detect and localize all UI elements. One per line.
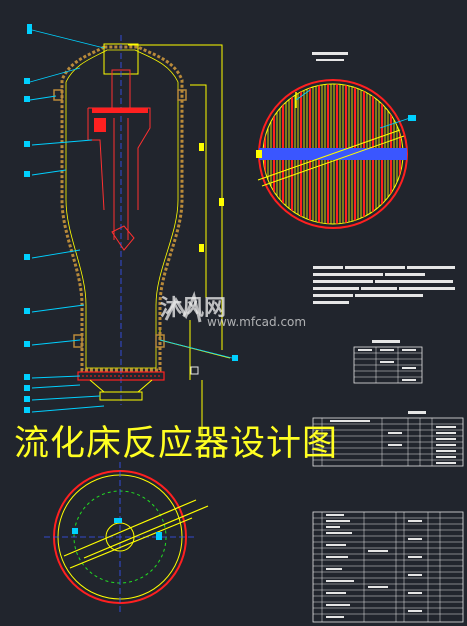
cyclone-separator [87,69,151,251]
section-title-bar [312,52,348,55]
elevation-view [24,24,238,440]
detail-marker [190,366,199,375]
nozzle-table [312,411,464,467]
drawing-title: 流化床反应器设计图 [14,424,339,464]
leader-lines [29,29,233,413]
small-spec-table [353,340,423,384]
vessel-shell [60,45,184,372]
leader-markers [24,24,238,413]
top-leader-marker [408,115,416,121]
bottom-section-view [44,462,209,612]
bottom-marker-3 [156,532,162,540]
bottom-marker-2 [72,528,78,534]
parts-list-table [312,511,464,623]
watermark-url: www.mfcad.com [207,315,307,329]
section-subtitle-bar [316,59,344,61]
dimension-frame [128,44,231,440]
side-marker [256,150,262,158]
watermark-logo-graphic [164,290,202,323]
top-section-view [256,52,416,229]
technical-notes-block [313,266,455,304]
watermark-logo-text: 沐风网 [160,296,227,321]
top-leaders [295,89,411,129]
section-cut-lines [257,129,405,187]
vessel-inner-line [65,49,179,369]
bottom-marker-1 [114,518,122,523]
bottom-cut-lines [63,499,209,569]
dimension-ticks [199,143,224,252]
cyclone-fill [92,108,148,132]
